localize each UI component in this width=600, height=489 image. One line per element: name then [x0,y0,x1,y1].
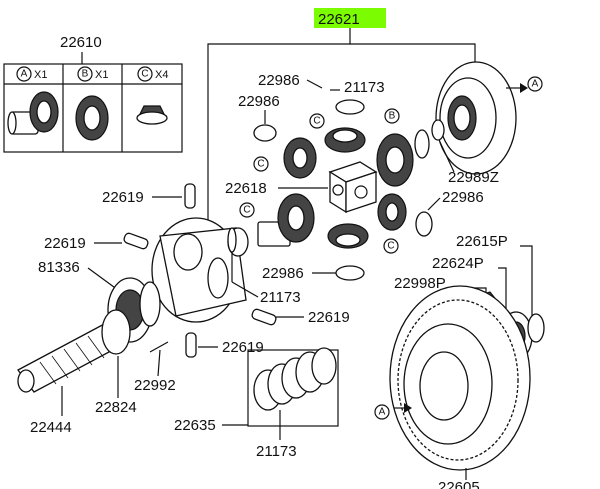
part-label-22621[interactable]: 22621 [318,11,360,28]
pinion-washer [335,99,365,115]
kit-cell-b: B X1 [75,66,109,141]
pinion-block [328,161,378,214]
ring-gear [389,285,531,471]
part-label-22624p[interactable]: 22624P [432,255,484,272]
shim-stack [253,347,337,411]
title-part-highlight [314,8,386,28]
side-washer [414,129,430,159]
pinion-washer-right [415,211,433,237]
part-label-22619-b[interactable]: 22619 [44,235,86,252]
kit-qty-c: X4 [155,69,168,81]
callout-c3: C [243,205,250,216]
kit-badge-c: C [141,69,148,80]
part-label-22986-bottom[interactable]: 22986 [262,265,304,282]
kit-cell-c: C X4 [136,66,168,125]
part-label-21173-bottom[interactable]: 21173 [256,443,297,460]
bearing-race [431,119,445,141]
callout-a-right: A [532,79,539,90]
kit-box [3,63,183,153]
kit-qty-b: X1 [95,69,108,81]
part-label-22619-a[interactable]: 22619 [102,189,144,206]
part-label-22986-top1[interactable]: 22986 [258,72,300,89]
part-label-21173-top[interactable]: 21173 [344,79,385,96]
pin-d [185,332,197,358]
part-label-22619-c[interactable]: 22619 [308,309,350,326]
part-label-22605[interactable]: 22605 [438,479,480,489]
pin-c [251,308,277,326]
kit-cell-a: A X1 [7,66,59,135]
diff-case-flange [435,61,517,175]
part-label-22824[interactable]: 22824 [95,399,137,416]
pin-a [184,183,196,209]
seal-22824 [101,309,131,355]
part-label-22444[interactable]: 22444 [30,419,72,436]
side-gear-a [257,193,315,247]
part-label-22618[interactable]: 22618 [225,180,267,197]
part-label-22989z[interactable]: 22989Z [448,169,499,186]
bearing-cup [527,313,545,343]
pin-22992 [149,341,169,353]
kit-qty-a: X1 [34,69,47,81]
kit-badge-a: A [21,69,28,80]
pinion-washer-bottom [335,265,365,281]
part-label-22986-top2[interactable]: 22986 [238,93,280,110]
diff-case [151,217,249,323]
part-label-22992[interactable]: 22992 [134,377,176,394]
part-label-22610[interactable]: 22610 [60,34,102,51]
part-label-22635[interactable]: 22635 [174,417,216,434]
part-label-22619-d[interactable]: 22619 [222,339,264,356]
part-label-22986-right[interactable]: 22986 [442,189,484,206]
pin-b [123,232,149,250]
callout-c2: C [257,159,264,170]
kit-badge-b: B [82,69,89,80]
case-washer [227,227,237,253]
part-label-22998p[interactable]: 22998P [394,275,446,292]
callout-b: B [389,111,396,122]
callout-c1: C [313,116,320,127]
callout-a-left: A [379,407,386,418]
part-label-21173-mid[interactable]: 21173 [260,289,301,306]
part-label-81336[interactable]: 81336 [38,259,80,276]
callout-c4: C [387,241,394,252]
part-label-22615p[interactable]: 22615P [456,233,508,250]
thrust-washer [253,124,277,142]
